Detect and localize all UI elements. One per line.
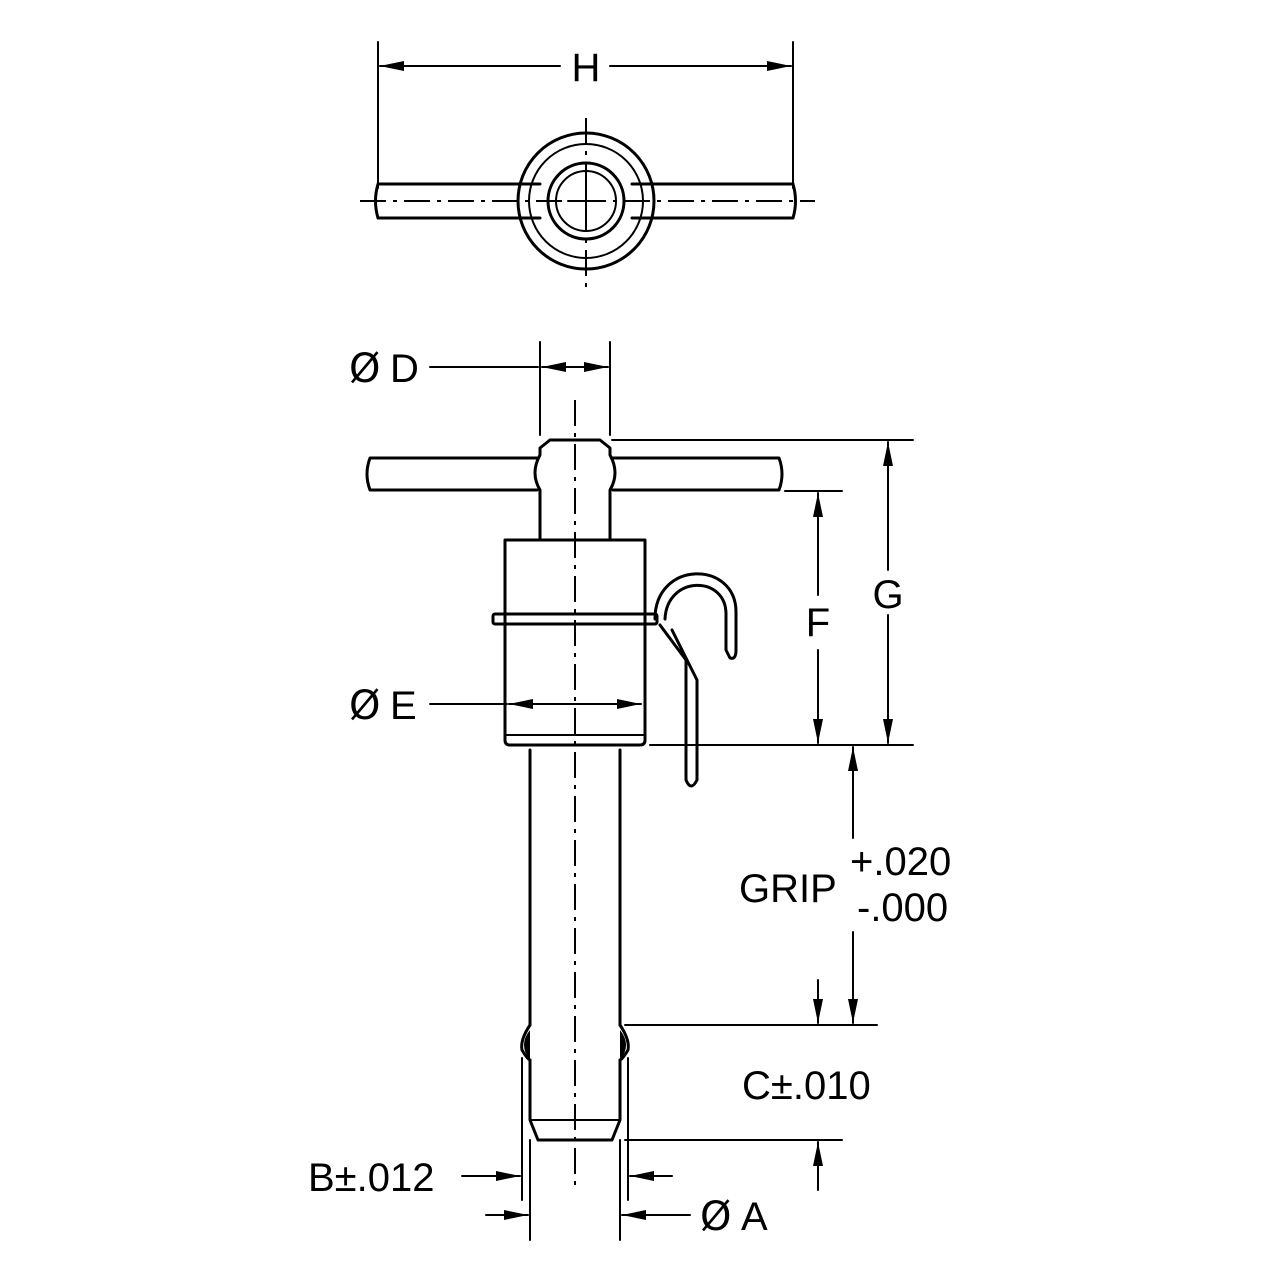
pin-shaft — [528, 748, 622, 1027]
h-label: H — [572, 46, 601, 90]
grip-tolerance-minus: -.000 — [857, 886, 948, 930]
housing-body — [503, 538, 647, 747]
d-diameter-symbol: Ø — [349, 346, 380, 392]
g-label: G — [872, 573, 903, 617]
t-handle-right-arm — [611, 456, 784, 492]
f-label: F — [806, 601, 830, 645]
detent-ball-right-edge — [618, 1023, 630, 1062]
grip-tolerance-plus: +.020 — [850, 840, 951, 884]
detent-ball-left — [524, 1030, 530, 1060]
side-view: Ø D Ø E — [308, 341, 951, 1241]
detent-ball-right — [620, 1030, 626, 1060]
lanyard-clip-hook — [653, 572, 738, 660]
c-label: C±.010 — [742, 1064, 871, 1108]
top-view: H — [360, 41, 815, 288]
detent-ball-left-edge — [520, 1023, 532, 1062]
d-label: D — [390, 347, 419, 391]
a-diameter-symbol: Ø — [700, 1194, 731, 1240]
pin-tip — [528, 1058, 622, 1142]
lanyard-clip-arm — [658, 623, 699, 788]
handle-shank — [533, 438, 617, 542]
t-handle-left-arm — [365, 456, 539, 492]
t-handle-bar-top-view — [374, 182, 797, 220]
e-label: E — [390, 684, 417, 728]
housing-flange-ring — [491, 612, 659, 626]
e-diameter-symbol: Ø — [349, 683, 380, 729]
a-label: A — [741, 1195, 768, 1239]
grip-label: GRIP — [739, 867, 837, 911]
b-label: B±.012 — [308, 1156, 434, 1200]
